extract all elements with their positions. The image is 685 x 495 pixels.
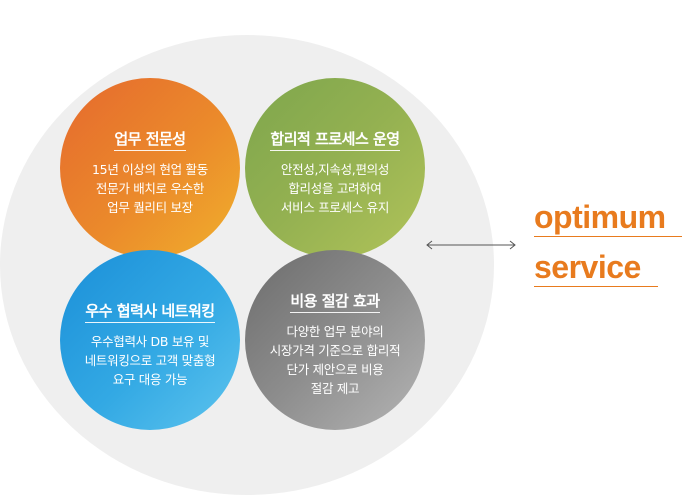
quadrant-line: 업무 퀄리티 보장 <box>107 200 193 215</box>
quadrant-line: 절감 제고 <box>310 381 360 396</box>
quadrant-line: 네트워킹으로 고객 맞춤형 <box>84 353 216 368</box>
quadrant-line: 요구 대응 가능 <box>112 372 188 387</box>
brand-line-optimum: optimum <box>534 200 682 237</box>
double-arrow-icon <box>426 240 516 250</box>
brand-line-service: service <box>534 250 658 287</box>
quadrant-line: 15년 이상의 현업 활동 <box>92 162 208 177</box>
background-circle <box>0 35 494 495</box>
brand-label: optimum service <box>534 200 684 287</box>
quadrant-cost: 비용 절감 효과 다양한 업무 분야의 시장가격 기준으로 합리적 단가 제안으… <box>245 250 425 430</box>
quadrant-line: 단가 제안으로 비용 <box>286 362 384 377</box>
quadrant-title: 우수 협력사 네트워킹 <box>85 300 215 323</box>
quadrant-line: 시장가격 기준으로 합리적 <box>269 343 401 358</box>
quadrant-title: 업무 전문성 <box>114 128 186 151</box>
quadrant-networking: 우수 협력사 네트워킹 우수협력사 DB 보유 및 네트워킹으로 고객 맞춤형 … <box>60 250 240 430</box>
quadrant-line: 안전성,지속성,편의성 <box>280 162 390 177</box>
quadrant-line: 서비스 프로세스 유지 <box>280 200 390 215</box>
quadrant-line: 합리성을 고려하여 <box>288 181 382 196</box>
quadrant-line: 다양한 업무 분야의 <box>286 324 384 339</box>
quadrant-title: 비용 절감 효과 <box>290 290 380 313</box>
quadrant-process: 합리적 프로세스 운영 안전성,지속성,편의성 합리성을 고려하여 서비스 프로… <box>245 78 425 258</box>
quadrant-title: 합리적 프로세스 운영 <box>270 128 400 151</box>
quadrant-expertise: 업무 전문성 15년 이상의 현업 활동 전문가 배치로 우수한 업무 퀄리티 … <box>60 78 240 258</box>
quadrant-line: 전문가 배치로 우수한 <box>95 181 205 196</box>
quadrant-line: 우수협력사 DB 보유 및 <box>90 334 210 349</box>
